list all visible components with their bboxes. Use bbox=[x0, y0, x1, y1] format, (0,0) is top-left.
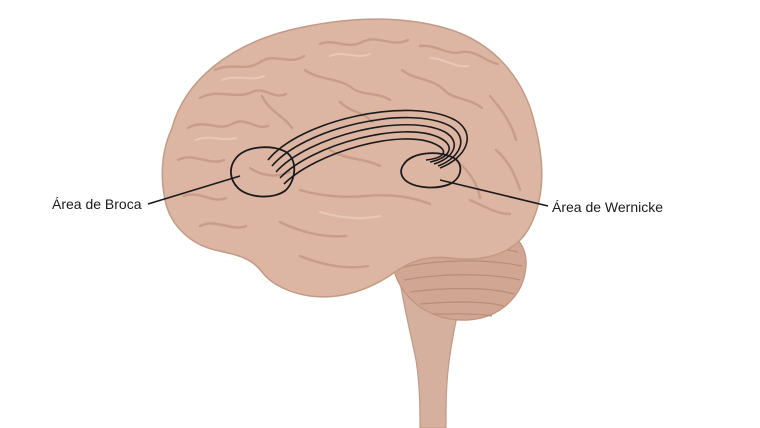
broca-area-region bbox=[230, 146, 296, 198]
wernicke-area-label: Área de Wernicke bbox=[552, 199, 664, 215]
wernicke-area-region bbox=[400, 152, 462, 189]
broca-area-label: Área de Broca bbox=[52, 196, 142, 212]
wernicke-leader-line bbox=[439, 179, 549, 207]
brain-folds bbox=[176, 38, 522, 269]
arcuate-fasciculus bbox=[267, 109, 468, 185]
brain-highlights bbox=[195, 53, 469, 220]
broca-leader-line bbox=[147, 175, 241, 205]
